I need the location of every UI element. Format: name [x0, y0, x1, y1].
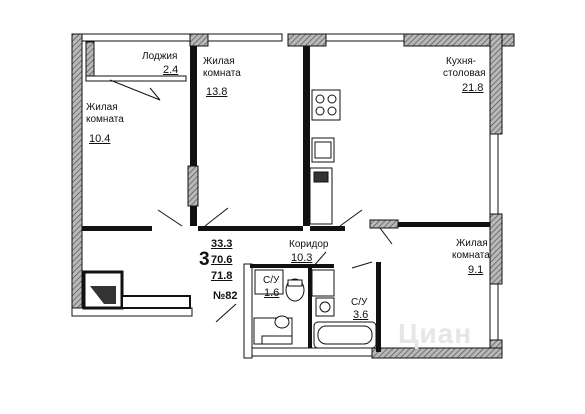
room-name-wc2: С/У: [351, 297, 368, 308]
room-name-living3-line1: Жилая: [456, 238, 488, 249]
room-area-loggia: 2.4: [163, 64, 179, 76]
room-name-living1-line1: Жилая: [203, 56, 235, 67]
room-area-living3: 9.1: [468, 264, 484, 276]
rooms-count: 3: [199, 249, 210, 270]
total-area-value: 71.8: [211, 270, 233, 282]
living-area-value: 33.3: [211, 238, 233, 250]
room-name-living2-line2: комната: [86, 114, 124, 125]
room-name-living1-line2: комната: [203, 68, 241, 79]
room-area-living2: 10.4: [89, 133, 111, 145]
interior-walls: [82, 46, 490, 352]
room-name-kitchen-line2: столовая: [443, 68, 486, 79]
room-name-living2-line1: Жилая: [86, 102, 118, 113]
storage-block: [82, 270, 191, 310]
stove-icon: [311, 89, 341, 121]
kitchen-fixtures: [309, 89, 341, 225]
room-name-loggia: Лоджия: [142, 51, 178, 62]
room-area-corridor: 10.3: [291, 252, 313, 264]
area-excl-value: 70.6: [211, 254, 233, 266]
exterior-walls: [71, 33, 515, 359]
toilet-icon: [274, 315, 290, 329]
room-area-wc1: 1.6: [264, 287, 280, 299]
door-swings: [157, 207, 393, 323]
room-name-corridor: Коридор: [289, 239, 329, 250]
apartment-number: №82: [213, 290, 238, 302]
watermark: Циан: [398, 318, 473, 349]
room-name-wc1: С/У: [263, 275, 280, 286]
room-area-kitchen: 21.8: [462, 82, 484, 94]
room-area-wc2: 3.6: [353, 309, 369, 321]
room-area-living1: 13.8: [206, 86, 228, 98]
bathroom-fixtures: [253, 269, 377, 349]
room-name-living3-line2: комната: [452, 250, 490, 261]
loggia-walls: [85, 41, 187, 101]
room-name-kitchen-line1: Кухня-: [446, 56, 477, 67]
